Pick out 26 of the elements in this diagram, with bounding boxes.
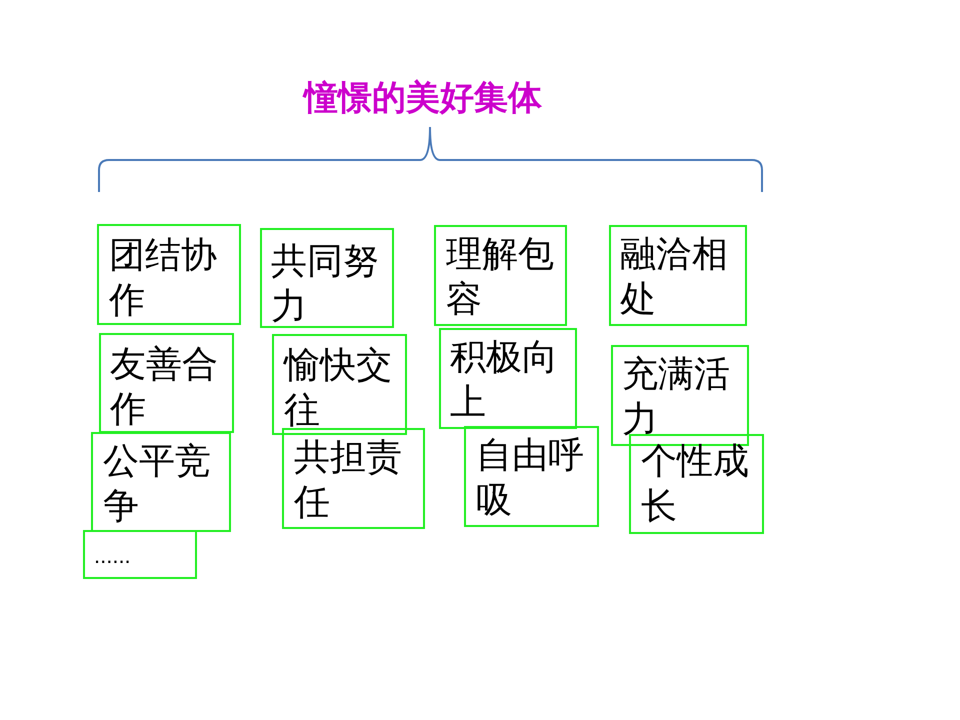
keyword-text: 共同努力 <box>271 239 380 328</box>
keyword-text: 友善合作 <box>110 342 219 431</box>
title-text: 憧憬的美好集体 <box>304 78 542 118</box>
keyword-text: 团结协作 <box>109 233 218 322</box>
keyword-text: 共担责任 <box>294 435 403 524</box>
keyword-text: 个性成长 <box>641 439 750 528</box>
keyword-text: 积极向上 <box>450 335 559 424</box>
keyword-box <box>272 334 407 435</box>
keyword-box <box>260 228 394 328</box>
keyword-box <box>97 224 241 325</box>
keyword-text: 自由呼吸 <box>476 433 585 522</box>
keyword-box <box>434 225 567 326</box>
keyword-box <box>629 434 764 534</box>
keyword-box <box>609 225 747 326</box>
keyword-box <box>83 530 197 579</box>
keyword-box <box>464 426 599 527</box>
keyword-text: 理解包容 <box>446 232 555 321</box>
keyword-text: 公平竞争 <box>103 439 212 528</box>
keyword-text: 愉快交往 <box>284 343 393 432</box>
keyword-box <box>439 328 577 429</box>
keyword-box <box>282 428 425 529</box>
keyword-box <box>99 333 234 433</box>
keyword-text: 充满活力 <box>622 352 731 441</box>
keyword-text: 融洽相处 <box>620 232 729 321</box>
keyword-box <box>91 432 231 532</box>
keyword-text: ...... <box>94 544 132 568</box>
